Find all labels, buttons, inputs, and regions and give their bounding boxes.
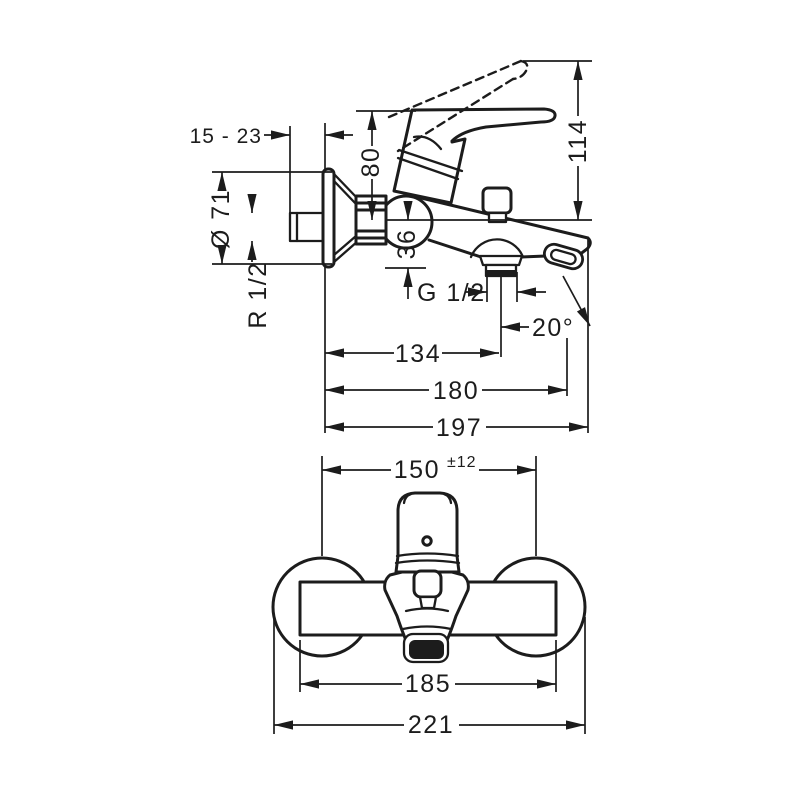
aerator: [402, 632, 450, 664]
escutcheon-cone: [332, 172, 360, 264]
mixer-body: [392, 108, 467, 205]
dim-wall-distance: 15 - 23: [190, 125, 262, 148]
dim-height-80: 80: [357, 147, 385, 178]
front-view: 150 ±12 185 221: [271, 454, 587, 739]
lever-handle: [411, 107, 557, 143]
spout-outlet-tip: [542, 242, 585, 271]
dim-width-221: 221: [408, 711, 454, 739]
handle-collar: [394, 552, 461, 565]
inlet-pipe: [288, 211, 326, 243]
dim-reach-197: 197: [436, 414, 482, 442]
dim-reach-180: 180: [433, 377, 479, 405]
dim-width-185: 185: [405, 670, 451, 698]
diverter-knob-front: [412, 569, 443, 610]
dimension-lines-side: [217, 61, 591, 432]
spout-arch-detail: [469, 238, 525, 259]
shower-hose-outlet: [478, 254, 524, 278]
side-view: 15 - 23 Ø 71 R 1/2 80 114 36 G 1/2 20° 1…: [190, 59, 592, 442]
handle-front: [394, 491, 461, 574]
spout-angle-line: [562, 275, 591, 327]
dim-spacing-tolerance: ±12: [447, 454, 477, 471]
handle-top-arcs: [402, 492, 453, 505]
dim-reach-134: 134: [395, 340, 441, 368]
dim-spout-angle: 20°: [532, 314, 574, 342]
dimension-lines-front: [274, 465, 585, 730]
diverter-knob: [481, 186, 513, 224]
raised-handle-dashed: [387, 59, 529, 153]
temp-indicator-dot: [421, 535, 433, 547]
dim-escutcheon-diameter: Ø 71: [207, 189, 235, 249]
dim-outlet-thread: G 1/2: [417, 279, 486, 307]
dim-inlet-thread: R 1/2: [244, 261, 272, 328]
spout: [415, 195, 592, 259]
dim-offset-36: 36: [393, 229, 421, 260]
dim-total-height-114: 114: [564, 119, 592, 163]
body-creases: [396, 135, 464, 181]
escutcheon-rim: [321, 167, 336, 269]
dim-spacing-150: 150: [394, 456, 440, 484]
outlet-thread-band: [487, 270, 515, 275]
